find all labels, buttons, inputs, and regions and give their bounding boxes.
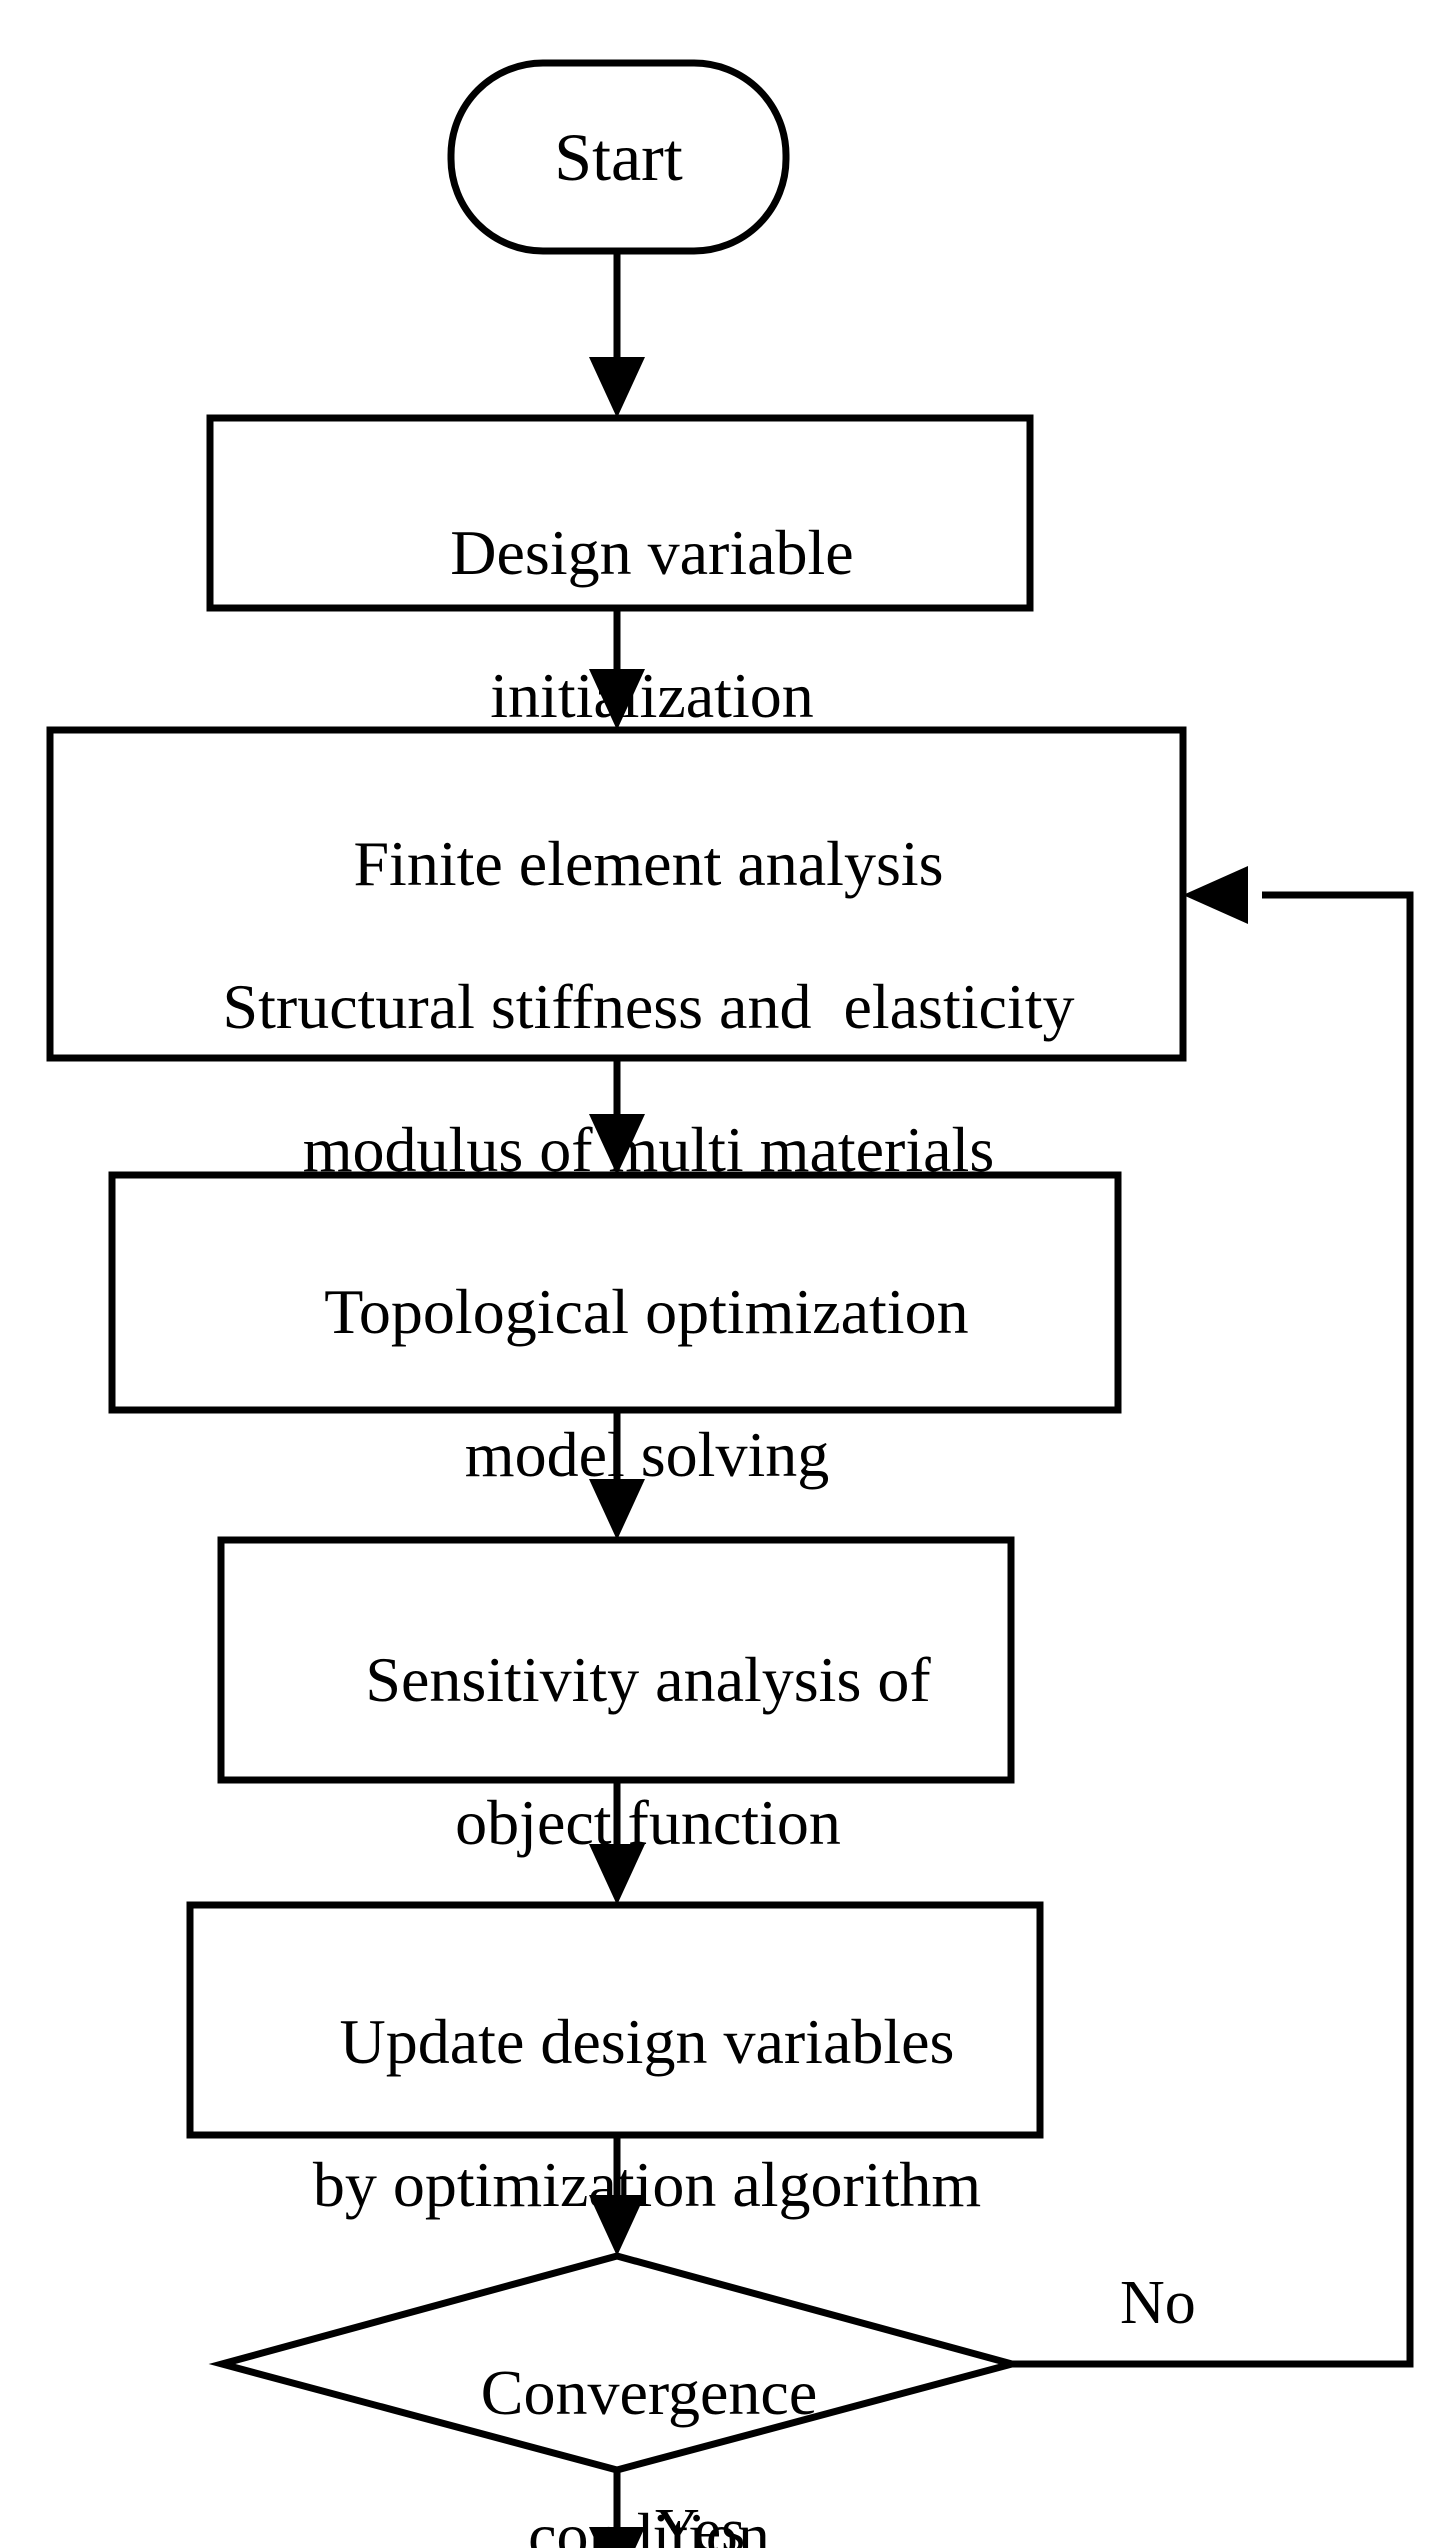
edge-convergence-yes (589, 2470, 645, 2548)
node-update-vars (186, 1901, 1044, 2139)
edge-design-to-fea (589, 608, 645, 730)
node-topo-solve (108, 1171, 1122, 1414)
node-fea (46, 726, 1187, 1062)
node-sensitivity (217, 1536, 1015, 1784)
edge-topo-to-sensitivity (589, 1410, 645, 1540)
edge-start-to-design (589, 250, 645, 418)
edge-update-to-convergence (589, 2135, 645, 2256)
node-start (447, 59, 790, 255)
edge-convergence-no (1012, 866, 1414, 2368)
edge-label-yes: Yes (655, 2497, 746, 2548)
edge-label-no: No (1120, 2269, 1196, 2337)
edge-sensitivity-to-update (589, 1780, 645, 1905)
node-convergence (208, 2252, 1026, 2474)
node-design-init (206, 414, 1034, 612)
edge-fea-to-topo (589, 1058, 645, 1175)
